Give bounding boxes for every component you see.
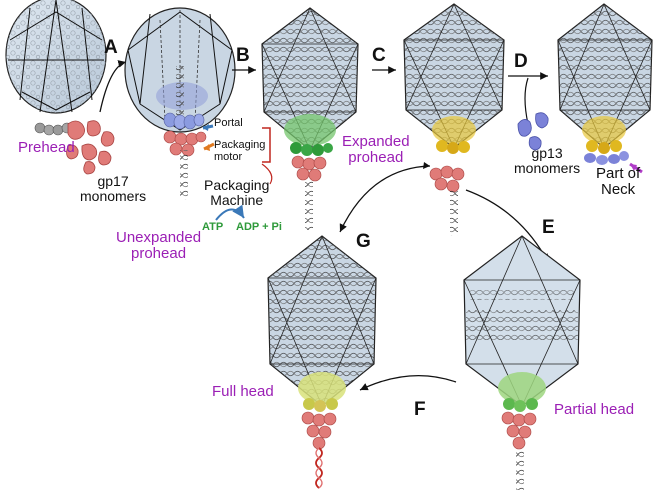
step-label-b: B xyxy=(236,45,250,66)
partial-head-portal xyxy=(498,372,546,412)
packaging-motor-line1: Packaging xyxy=(214,139,266,151)
prehead-portal xyxy=(34,122,73,136)
step-label-a: A xyxy=(104,37,118,58)
step-label-d: D xyxy=(514,51,528,72)
packaging-prohead-motor xyxy=(291,155,327,182)
unexpanded-line1: Unexpanded xyxy=(116,229,202,246)
step-label-f: F xyxy=(414,399,426,420)
expanded-line2: prohead xyxy=(348,148,404,166)
atp-hydrolysis-arrow xyxy=(215,204,245,221)
packaging-machine-line2: Machine xyxy=(210,191,264,208)
full-head-dna-helix xyxy=(315,447,323,489)
packaging-motor-label: Packaging motor xyxy=(214,139,266,163)
gp13-monomers xyxy=(517,112,549,151)
gp13-label-line1: gp13 xyxy=(531,145,563,161)
unexpanded-dna xyxy=(176,66,184,116)
expanded-prohead-label: Expanded prohead xyxy=(342,134,410,166)
part-of-neck-label: Part of Neck xyxy=(596,166,640,198)
machine-bracket xyxy=(262,127,271,163)
packaging-prohead-portal xyxy=(284,114,336,156)
partial-head-dna xyxy=(516,448,524,490)
full-head-label: Full head xyxy=(212,383,274,400)
gp13-monomers-label: gp13 monomers xyxy=(514,146,580,175)
prehead-capsid xyxy=(5,0,107,114)
packaging-motor-line2: motor xyxy=(214,150,243,163)
part-of-neck-line1: Part of xyxy=(596,165,641,182)
unexpanded-line2: prohead xyxy=(131,244,187,262)
gp17-monomers xyxy=(66,120,115,175)
released-motor xyxy=(429,165,465,193)
unexpanded-prohead-label: Unexpanded prohead xyxy=(116,230,201,262)
step-label-e: E xyxy=(542,217,555,238)
expanded-prohead-portal xyxy=(432,116,476,154)
arrow-a xyxy=(99,60,127,113)
adp-pi-label: ADP + Pi xyxy=(236,221,282,233)
gp17-label-line1: gp17 xyxy=(97,173,129,189)
packaging-prohead-capsid xyxy=(261,7,359,151)
released-dna xyxy=(450,190,458,236)
part-of-neck-line2: Neck xyxy=(601,180,636,198)
arrow-f xyxy=(359,375,457,391)
gp13-label-line2: monomers xyxy=(514,159,581,176)
packaging-machine-line1: Packaging xyxy=(204,177,270,193)
expanded-prohead-capsid xyxy=(403,3,505,149)
full-head-motor xyxy=(301,411,337,450)
partial-head-motor xyxy=(501,411,537,450)
full-head-portal xyxy=(298,372,346,412)
full-head-capsid xyxy=(267,235,377,407)
partial-head-capsid xyxy=(463,235,581,407)
gp13-join-curve xyxy=(524,77,529,125)
neck-portal-and-gp13 xyxy=(582,116,629,165)
neck-capsid xyxy=(557,3,653,149)
gp17-monomers-label: gp17 monomers xyxy=(80,174,146,203)
unexpanded-dna-tail xyxy=(180,150,188,200)
expanded-line1: Expanded xyxy=(342,133,410,150)
unexpanded-motor xyxy=(163,130,207,157)
packaging-machine-label: Packaging Machine xyxy=(204,178,269,207)
arrow-g xyxy=(339,165,431,233)
partial-head-label: Partial head xyxy=(554,401,635,418)
portal-label: Portal xyxy=(214,117,243,129)
atp-label: ATP xyxy=(202,221,224,233)
step-label-c: C xyxy=(372,45,386,66)
step-label-g: G xyxy=(356,231,371,252)
packaging-dna xyxy=(305,178,313,230)
prehead-label: Prehead xyxy=(18,139,75,156)
unexpanded-portal xyxy=(163,112,205,130)
gp17-label-line2: monomers xyxy=(80,187,147,204)
